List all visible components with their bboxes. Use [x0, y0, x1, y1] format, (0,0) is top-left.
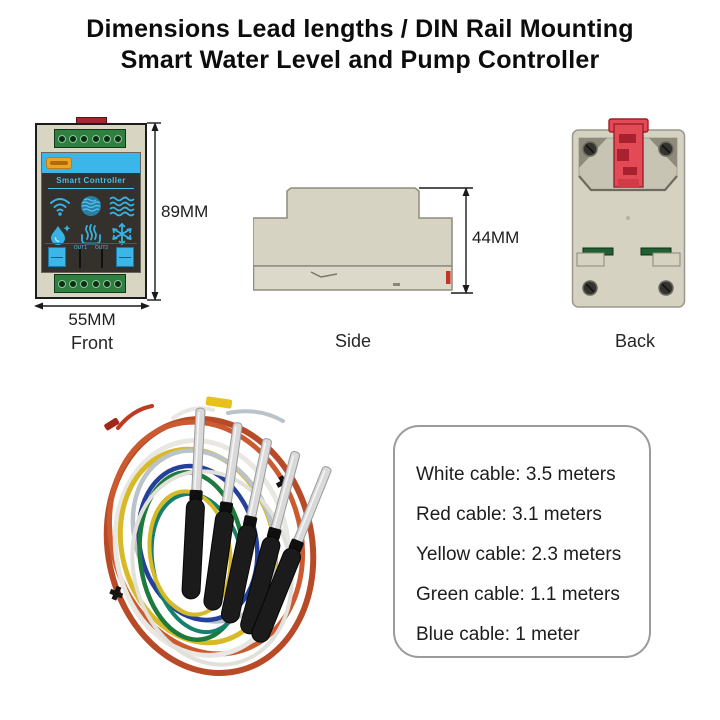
mode-button	[115, 246, 134, 267]
probe-electrode	[240, 451, 301, 635]
screw-icon	[91, 134, 100, 143]
output2-indicator: OUT2	[94, 245, 109, 268]
probe-electrode	[251, 466, 332, 643]
screw-icon	[58, 279, 67, 288]
snowflake-icon	[112, 223, 132, 245]
probe-electrode	[181, 407, 206, 600]
side-caption: Side	[334, 331, 372, 351]
set-button	[48, 246, 66, 267]
screw-icon	[80, 134, 89, 143]
status-icon-grid	[44, 192, 138, 248]
dimension-arrow-55mm	[34, 302, 150, 310]
screw-icon	[80, 279, 89, 288]
screw-icon	[113, 279, 122, 288]
screw-icon	[102, 279, 111, 288]
screw-icon	[582, 141, 598, 157]
din-rail-clip-icon	[608, 118, 649, 188]
mesh-ball-icon	[80, 196, 101, 216]
dimension-arrow-44mm	[419, 187, 473, 294]
dimension-arrow-89mm	[147, 122, 161, 301]
rail-latch-detail	[310, 271, 338, 278]
water-waves-icon	[109, 196, 135, 217]
cable-tie-icon	[109, 585, 124, 601]
screw-icon	[113, 134, 122, 143]
probe-electrode	[220, 438, 272, 624]
output2-label: OUT2	[94, 245, 109, 251]
output1-led-icon	[79, 249, 82, 268]
latch-tab	[576, 252, 605, 267]
side-view-device	[253, 187, 453, 291]
white-cable	[112, 438, 292, 658]
cable-length-item: Blue cable: 1 meter	[416, 624, 580, 645]
white-cable	[130, 469, 294, 667]
probe-electrode	[203, 422, 243, 611]
side-height-dimension-label: 44MM	[472, 228, 520, 247]
cable-length-panel: White cable: 3.5 meters Red cable: 3.1 m…	[393, 425, 651, 658]
terminal-block-top	[54, 129, 126, 148]
screw-icon	[91, 279, 100, 288]
screw-icon	[582, 280, 598, 296]
red-lead-end	[104, 417, 120, 431]
front-caption: Front	[70, 333, 113, 353]
cable-length-item: Yellow cable: 2.3 meters	[416, 544, 622, 565]
yellow-lead-end	[205, 396, 233, 409]
screen-divider	[48, 188, 134, 189]
front-controls-row: OUT1 OUT2	[45, 243, 137, 269]
front-view-device: Smart Controller	[35, 123, 147, 299]
front-height-dimension-label: 89MM	[161, 202, 209, 221]
back-caption: Back	[614, 331, 656, 351]
brand-logo-icon	[46, 157, 72, 169]
front-panel-header	[42, 153, 140, 173]
output1-indicator: OUT1	[73, 245, 88, 268]
screw-icon	[658, 141, 674, 157]
cable-length-item: White cable: 3.5 meters	[416, 464, 616, 485]
water-drop-icon	[50, 225, 70, 245]
wifi-icon	[49, 198, 70, 216]
output2-led-icon	[100, 249, 103, 268]
cable-length-item: Green cable: 1.1 meters	[416, 584, 620, 605]
page-title: Dimensions Lead lengths / DIN Rail Mount…	[0, 14, 720, 76]
screw-icon	[658, 280, 674, 296]
output1-label: OUT1	[73, 245, 88, 251]
side-red-mark	[446, 271, 451, 284]
screw-icon	[102, 134, 111, 143]
screen-title: Smart Controller	[56, 176, 126, 185]
cable-length-item: Red cable: 3.1 meters	[416, 504, 602, 525]
screw-icon	[58, 134, 67, 143]
page-title-line2: Smart Water Level and Pump Controller	[120, 46, 600, 74]
cable-probes-photo	[103, 396, 332, 676]
latch-tab	[652, 252, 681, 267]
screw-icon	[69, 134, 78, 143]
front-panel: Smart Controller	[41, 152, 141, 273]
front-width-dimension-label: 55MM	[68, 310, 116, 329]
page-title-line1: Dimensions Lead lengths / DIN Rail Mount…	[86, 15, 634, 43]
terminal-block-bottom	[54, 274, 126, 293]
back-view-device	[571, 118, 686, 308]
screw-icon	[69, 279, 78, 288]
